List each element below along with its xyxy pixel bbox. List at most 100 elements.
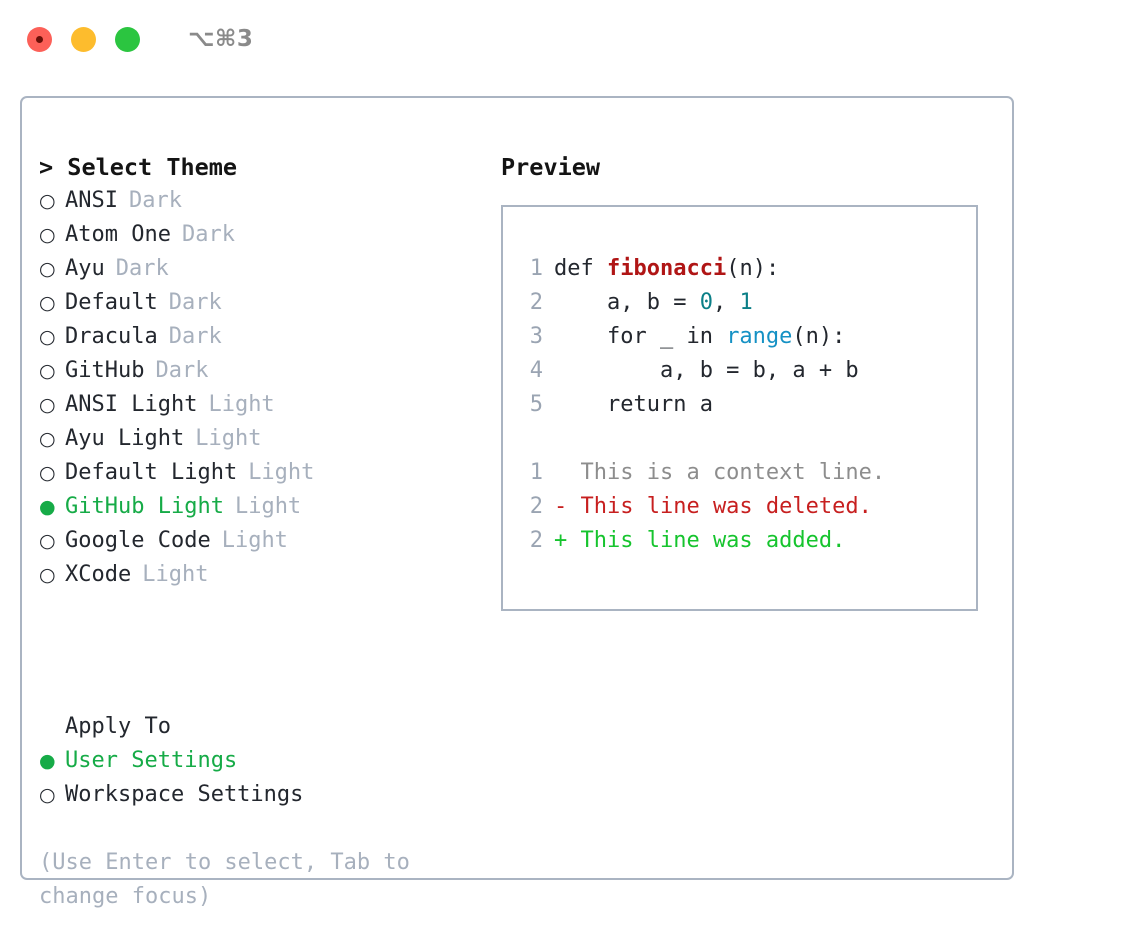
code-line-number: 2	[529, 290, 543, 315]
diff-line-del: 2 - This line was deleted.	[517, 490, 970, 524]
code-token-plain: (n):	[792, 324, 846, 349]
keyboard-hint-text: (Use Enter to select, Tab to change focu…	[39, 850, 424, 909]
code-line-number: 4	[529, 358, 543, 383]
theme-kind-label: Dark	[168, 324, 222, 349]
keyboard-shortcut-label: ⌥⌘3	[188, 26, 254, 52]
code-line-text: a, b = b, a + b	[554, 354, 859, 388]
code-line-text: return a	[554, 388, 713, 422]
radio-unselected-icon: ○	[39, 428, 56, 450]
theme-list-item[interactable]: ○ Default Dark	[39, 286, 494, 320]
traffic-light-buttons	[27, 26, 140, 52]
apply-to-section: Apply To ●User Settings○Workspace Settin…	[39, 710, 494, 812]
radio-unselected-icon: ○	[39, 292, 56, 314]
code-token-fn: fibonacci	[606, 256, 727, 281]
minimize-window-button[interactable]	[71, 26, 96, 52]
code-line-text: def fibonacci(n):	[554, 252, 779, 286]
radio-unselected-icon: ○	[39, 564, 56, 586]
theme-kind-label: Light	[142, 562, 209, 587]
apply-to-option-label: Workspace Settings	[65, 782, 304, 807]
theme-kind-label: Light	[208, 392, 275, 417]
theme-kind-label: Light	[248, 460, 315, 485]
theme-list-item[interactable]: ● GitHub Light Light	[39, 490, 494, 524]
code-line-number: 5	[529, 392, 543, 417]
diff-sample: 1 This is a context line. 2 - This line wa…	[517, 456, 970, 558]
theme-kind-label: Dark	[155, 358, 209, 383]
code-line: 3 for _ in range(n):	[517, 320, 970, 354]
theme-list-item[interactable]: ○ ANSI Light Light	[39, 388, 494, 422]
theme-name-label: Default Light	[65, 460, 238, 485]
radio-unselected-icon: ○	[39, 326, 56, 348]
theme-list-item[interactable]: ○ Atom One Dark	[39, 218, 494, 252]
theme-name-label: Atom One	[65, 222, 171, 247]
code-token-plain: a, b = b, a + b	[554, 358, 859, 383]
theme-name-label: Ayu	[65, 256, 105, 281]
zoom-window-button[interactable]	[115, 26, 140, 52]
code-token-plain: a, b =	[554, 290, 700, 315]
diff-line-text: + This line was added.	[554, 528, 846, 553]
preview-title: Preview	[501, 153, 601, 181]
code-line-number: 1	[529, 256, 543, 281]
code-token-num: 1	[739, 290, 753, 315]
title-bar: ⌥⌘3	[0, 0, 1140, 78]
theme-name-label: GitHub Light	[65, 494, 224, 519]
theme-list-item[interactable]: ○ Dracula Dark	[39, 320, 494, 354]
radio-unselected-icon: ○	[39, 258, 56, 280]
diff-line-add: 2 + This line was added.	[517, 524, 970, 558]
diff-line-context: 1 This is a context line.	[517, 456, 970, 490]
theme-kind-label: Light	[234, 494, 302, 519]
theme-name-label: Google Code	[65, 528, 211, 553]
code-token-builtin: range	[726, 324, 793, 349]
theme-kind-label: Dark	[128, 188, 182, 213]
apply-to-option[interactable]: ●User Settings	[39, 744, 494, 778]
code-token-plain: for _ in	[554, 324, 727, 349]
theme-name-label: ANSI	[65, 188, 118, 213]
theme-name-label: ANSI Light	[65, 392, 198, 417]
radio-unselected-icon: ○	[39, 784, 56, 806]
code-line-text: a, b = 0, 1	[554, 286, 753, 320]
theme-kind-label: Dark	[168, 290, 222, 315]
theme-name-label: Dracula	[65, 324, 158, 349]
theme-list-item[interactable]: ○ Default Light Light	[39, 456, 494, 490]
radio-selected-icon: ●	[39, 750, 56, 772]
theme-kind-label: Dark	[115, 256, 169, 281]
code-token-plain: return a	[554, 392, 713, 417]
diff-line-number: 1	[529, 460, 543, 485]
close-window-button[interactable]	[27, 26, 52, 52]
code-diff-spacer	[517, 422, 970, 456]
theme-list-item[interactable]: ○ Google Code Light	[39, 524, 494, 558]
radio-unselected-icon: ○	[39, 224, 56, 246]
radio-unselected-icon: ○	[39, 394, 56, 416]
theme-name-label: Default	[65, 290, 158, 315]
code-line-text: for _ in range(n):	[554, 320, 845, 354]
code-line-number: 3	[529, 324, 543, 349]
apply-to-option[interactable]: ○ Workspace Settings	[39, 778, 494, 812]
theme-list-item[interactable]: ○ Ayu Dark	[39, 252, 494, 286]
code-line: 4 a, b = b, a + b	[517, 354, 970, 388]
code-token-plain: def	[554, 256, 607, 281]
diff-line-number: 2	[529, 528, 543, 553]
radio-selected-icon: ●	[39, 496, 56, 518]
theme-kind-label: Light	[221, 528, 288, 553]
code-line: 2 a, b = 0, 1	[517, 286, 970, 320]
theme-picker-title: > Select Theme	[39, 153, 238, 181]
radio-unselected-icon: ○	[39, 360, 56, 382]
theme-kind-label: Light	[195, 426, 262, 451]
code-token-plain: (n):	[726, 256, 780, 281]
apply-to-options: ●User Settings ○ Workspace Settings	[39, 744, 494, 812]
diff-line-number: 2	[529, 494, 543, 519]
diff-line-text: - This line was deleted.	[554, 494, 872, 519]
code-line: 5 return a	[517, 388, 970, 422]
radio-unselected-icon: ○	[39, 530, 56, 552]
radio-unselected-icon: ○	[39, 462, 56, 484]
theme-kind-label: Dark	[181, 222, 235, 247]
